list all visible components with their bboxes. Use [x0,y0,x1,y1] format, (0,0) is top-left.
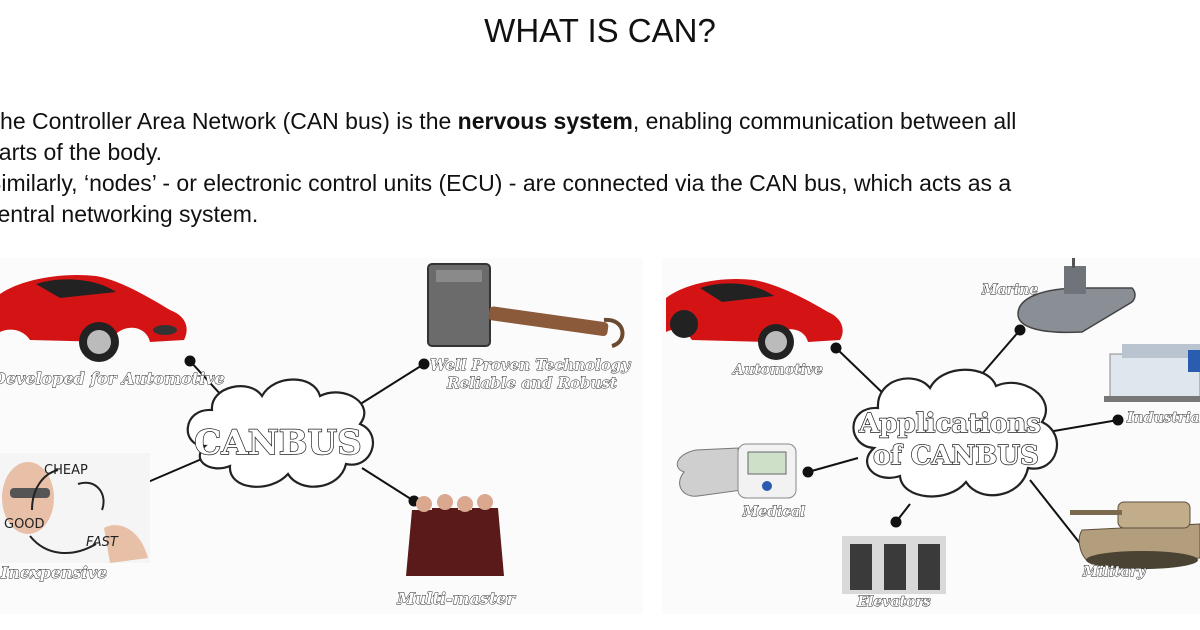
paragraph-line-2: parts of the body. [0,139,163,165]
industrial-machine-image [1104,344,1200,402]
car-image [0,274,187,362]
paragraph-line-1: The Controller Area Network (CAN bus) is… [0,106,1200,137]
paragraph-line-3: Similarly, ‘nodes’ - or electronic contr… [0,170,1012,196]
applications-cloud [852,368,1058,498]
whiteboard-person-image [0,453,150,563]
marine-label: Marine [981,282,1038,298]
left-diagram-svg: CANBUS Developed for Automotive Well Pro… [0,263,632,608]
fast-word: FAST [86,535,119,550]
automotive-car-image [666,278,843,360]
well-proven-technology-label: Well Proven Technology [430,356,631,374]
medical-label: Medical [742,504,805,520]
elevators-label: Elevators [856,594,930,610]
canbus-features-diagram: CANBUS Developed for Automotive Well Pro… [0,258,643,614]
paragraph1-pre: The Controller Area Network (CAN bus) is… [0,108,458,134]
multi-master-label: Multi-master [396,589,516,608]
cheap-word: CHEAP [44,463,88,478]
applications-cloud-line1: Applications [858,409,1041,439]
elevators-image [842,536,946,594]
good-word: GOOD [4,517,45,532]
hammer-image [427,263,625,348]
canbus-cloud-label: CANBUS [194,423,361,463]
automotive-label: Automotive [731,362,823,378]
slide-title: WHAT IS CAN? [484,12,716,49]
multi-master-figures-image [406,494,504,576]
canbus-cloud [186,378,375,488]
paragraph1-post: , enabling communication between all [632,108,1017,134]
applications-cloud-line2: of CANBUS [873,441,1039,471]
developed-for-automotive-label: Developed for Automotive [0,369,225,388]
blood-pressure-monitor-image [676,443,797,499]
right-diagram-svg: Applications of CANBUS Automotive Marine… [666,258,1200,610]
paragraph-line-4: central networking system. [0,201,259,227]
paragraph1-bold: nervous system [457,108,633,134]
submarine-image [1017,258,1136,334]
canbus-applications-diagram: Applications of CANBUS Automotive Marine… [662,258,1200,614]
industrial-label: Industrial [1126,410,1200,426]
tank-image [1070,501,1200,569]
reliable-robust-label: Reliable and Robust [446,374,617,392]
military-label: Military [1082,564,1146,580]
inexpensive-label: Inexpensive [0,563,107,582]
slide-paragraph: The Controller Area Network (CAN bus) is… [0,106,1200,230]
